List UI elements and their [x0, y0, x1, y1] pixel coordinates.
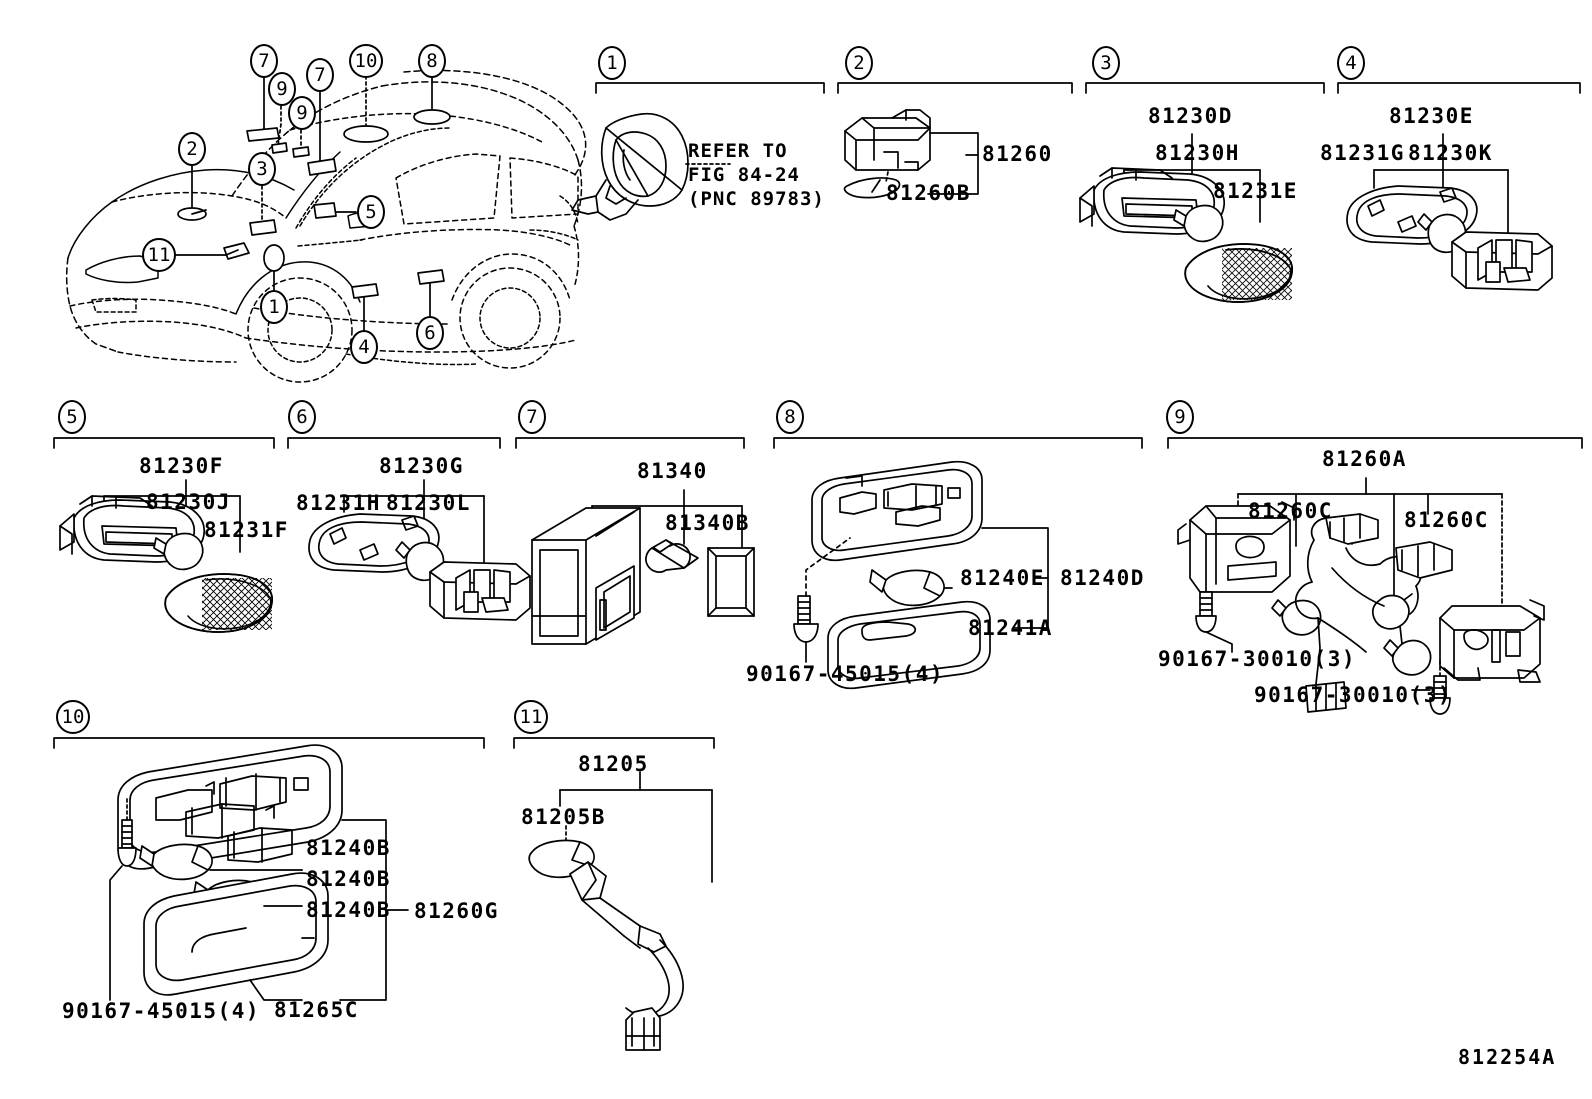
section-number-9[interactable]: 9 — [1166, 400, 1194, 434]
part-81240B-bulb-1 — [139, 843, 213, 881]
part-81240E-bulb — [869, 569, 945, 607]
part-label-81240B-2[interactable]: 81240B — [306, 867, 391, 891]
part-label-81240E[interactable]: 81240E — [960, 566, 1045, 590]
part-label-81231E[interactable]: 81231E — [1213, 179, 1298, 203]
part-81340B-bulb — [645, 539, 699, 573]
vehicle-callout-5[interactable]: 5 — [357, 195, 385, 229]
part-label-81230L[interactable]: 81230L — [386, 491, 471, 515]
part-81231H-housing — [308, 513, 440, 573]
part-label-81230J[interactable]: 81230J — [146, 490, 231, 514]
part-81340-lamp-body — [531, 507, 641, 645]
part-81230L-bulb — [395, 541, 445, 582]
part-label-81240B-3[interactable]: 81240B — [306, 898, 391, 922]
part-81265C-lens — [143, 872, 329, 996]
section-number-8[interactable]: 8 — [776, 400, 804, 434]
section-brackets-row1 — [595, 82, 1581, 94]
part-label-81230K[interactable]: 81230K — [1408, 141, 1493, 165]
part-90167-30010-screw-s9a — [1195, 591, 1233, 653]
vehicle-callout-6[interactable]: 6 — [416, 316, 444, 350]
part-81231G-housing — [1346, 185, 1478, 245]
vehicle-callout-1[interactable]: 1 — [260, 290, 288, 324]
part-label-81205[interactable]: 81205 — [578, 752, 649, 776]
part-label-90167-45015-s8[interactable]: 90167-45015(4) — [746, 662, 945, 686]
section-number-11[interactable]: 11 — [514, 700, 548, 734]
part-label-81240B-1[interactable]: 81240B — [306, 836, 391, 860]
part-label-81260B[interactable]: 81260B — [886, 181, 971, 205]
part-label-81260[interactable]: 81260 — [982, 142, 1053, 166]
part-81231F-lens — [164, 573, 273, 633]
part-label-81340B[interactable]: 81340B — [665, 511, 750, 535]
part-label-81230G[interactable]: 81230G — [379, 454, 464, 478]
part-label-81241A[interactable]: 81241A — [968, 616, 1053, 640]
part-81230H-bulb — [1173, 204, 1224, 243]
section-number-4[interactable]: 4 — [1337, 46, 1365, 80]
part-81260C-ecu-right — [1439, 599, 1545, 683]
section-number-1[interactable]: 1 — [598, 46, 626, 80]
vehicle-callout-7b[interactable]: 7 — [306, 58, 334, 92]
part-label-81260C-left[interactable]: 81260C — [1248, 499, 1333, 523]
part-label-81260A[interactable]: 81260A — [1322, 447, 1407, 471]
part-81230K-bulb — [1417, 213, 1467, 254]
vehicle-callout-2[interactable]: 2 — [178, 132, 206, 166]
part-label-81230D[interactable]: 81230D — [1148, 104, 1233, 128]
part-label-81240D[interactable]: 81240D — [1060, 566, 1145, 590]
part-81240D-lamp-assy — [811, 460, 983, 562]
section-number-6[interactable]: 6 — [288, 400, 316, 434]
section-number-2[interactable]: 2 — [845, 46, 873, 80]
part-90167-45015-screw-s10 — [109, 797, 137, 1001]
part-label-81231F[interactable]: 81231F — [204, 518, 289, 542]
part-81260C-bulb-left — [1271, 599, 1322, 636]
figure-code: 812254A — [1458, 1045, 1557, 1069]
part-81205B-bulb — [528, 839, 595, 879]
part-label-81265C[interactable]: 81265C — [274, 998, 359, 1022]
part-90167-45015-screw-s8 — [793, 537, 851, 663]
part-81230G-switch — [429, 561, 531, 621]
part-81205-socket-wire — [569, 861, 684, 1051]
part-81340-lens-frame — [707, 547, 755, 617]
vehicle-callout-3[interactable]: 3 — [248, 152, 276, 186]
part-label-90167-30010-b[interactable]: 90167-30010(3) — [1254, 683, 1453, 707]
part-label-81260G[interactable]: 81260G — [414, 899, 499, 923]
part-81231E-lens — [1184, 243, 1293, 303]
vehicle-callout-11[interactable]: 11 — [142, 238, 176, 272]
section-number-5[interactable]: 5 — [58, 400, 86, 434]
part-81230E-switch — [1451, 231, 1553, 291]
part-81230J-bulb — [153, 532, 204, 571]
part-label-81230F[interactable]: 81230F — [139, 454, 224, 478]
section-number-7[interactable]: 7 — [518, 400, 546, 434]
vehicle-callout-9b[interactable]: 9 — [288, 96, 316, 130]
part-label-81205B[interactable]: 81205B — [521, 805, 606, 829]
part-label-81260C-right[interactable]: 81260C — [1404, 508, 1489, 532]
vehicle-callout-7a[interactable]: 7 — [250, 44, 278, 78]
refer-to-note: REFER TO FIG 84-24 (PNC 89783) — [688, 140, 825, 210]
vehicle-callout-10[interactable]: 10 — [349, 44, 383, 78]
section-number-10[interactable]: 10 — [56, 700, 90, 734]
section-brackets-row3 — [53, 737, 715, 749]
part-label-90167-45015-s10[interactable]: 90167-45015(4) — [62, 999, 261, 1023]
part-label-90167-30010-a[interactable]: 90167-30010(3) — [1158, 647, 1357, 671]
part-label-81340[interactable]: 81340 — [637, 459, 708, 483]
vehicle-illustration — [65, 69, 587, 383]
part-81240B-bulb-2 — [193, 879, 267, 917]
part-label-81230E[interactable]: 81230E — [1389, 104, 1474, 128]
part-label-81231H[interactable]: 81231H — [296, 491, 381, 515]
part-label-81231G[interactable]: 81231G — [1320, 141, 1405, 165]
section-number-3[interactable]: 3 — [1092, 46, 1120, 80]
vehicle-callout-4[interactable]: 4 — [350, 330, 378, 364]
part-81230D-lamp — [1079, 167, 1225, 235]
part-label-81230H[interactable]: 81230H — [1155, 141, 1240, 165]
vehicle-callout-8[interactable]: 8 — [418, 44, 446, 78]
